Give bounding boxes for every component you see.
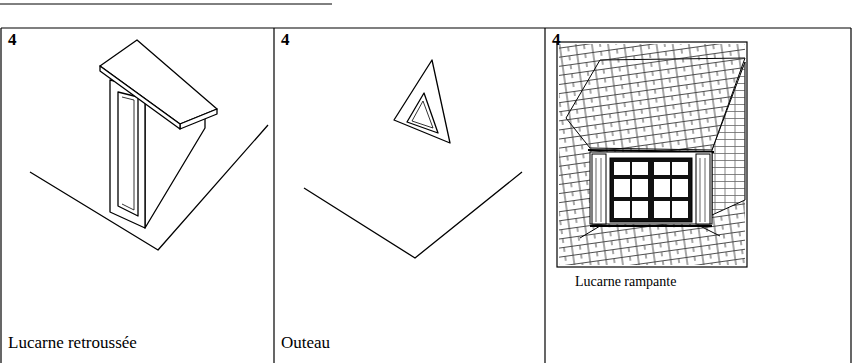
callout-number: 4	[8, 30, 17, 50]
callout-number: 4	[281, 30, 290, 50]
caption: Lucarne rampante	[575, 274, 676, 290]
caption: Lucarne retroussée	[8, 333, 137, 353]
outeau-drawing	[304, 60, 522, 258]
top-rule	[0, 4, 332, 5]
callout-number: 4	[552, 30, 561, 50]
table-grid	[1, 28, 851, 363]
caption: Outeau	[281, 333, 330, 353]
dormer-drawing	[30, 40, 268, 250]
rampante-drawing	[557, 42, 747, 267]
